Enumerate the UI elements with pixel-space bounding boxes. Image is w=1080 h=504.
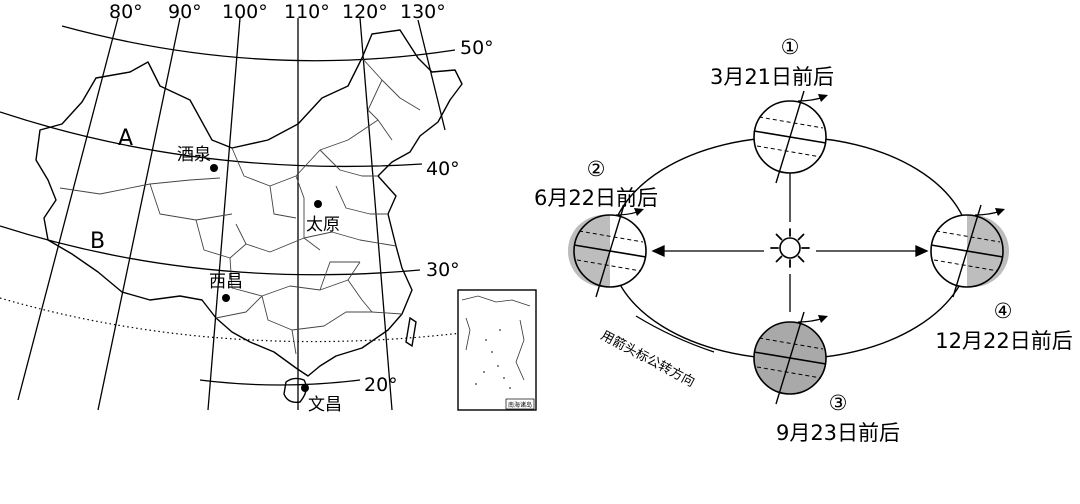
longitude-label: 80° [109,1,143,23]
position-date-4: 12月22日前后 [935,329,1072,353]
orbit-diagram: ① 3月21日前后 ② 6月22日前后 ③ 9月23日前后 ④ 12月22日前后… [534,35,1073,445]
city-label-jiuquan: 酒泉 [177,145,211,165]
city-markers: 酒泉 太原 西昌 文昌 [177,145,342,415]
position-marker-2: ② [587,157,606,181]
region-label-a: A [118,126,133,151]
south-sea-inset: 南海诸岛 [457,289,537,411]
inset-islands [475,329,511,389]
inset-coastline [461,295,531,381]
city-dot-xichang [222,294,230,302]
position-date-3: 9月23日前后 [776,421,900,445]
sun-icon [770,228,810,268]
sunlight-arrows [651,128,929,312]
latitude-labels: 50° 40° 30° 20° [364,37,494,396]
tropic-line [0,297,471,343]
position-labels: ① 3月21日前后 ② 6月22日前后 ③ 9月23日前后 ④ 12月22日前后 [534,35,1073,445]
latitude-line-20 [199,379,361,386]
city-label-taiyuan: 太原 [306,215,340,235]
position-date-2: 6月22日前后 [534,186,658,210]
latitude-label: 30° [426,259,460,281]
city-dot-jiuquan [210,164,218,172]
inset-frame [457,289,537,411]
earth-position-2 [568,204,647,298]
latitude-label: 20° [364,374,398,396]
longitude-line-90 [97,17,181,411]
longitude-label: 120° [342,1,388,23]
position-marker-1: ① [781,35,800,59]
position-date-1: 3月21日前后 [710,65,834,89]
earth-position-1 [753,90,828,184]
china-map: 80° 90° 100° 110° 120° 130° 50° 40° 30° … [0,1,537,415]
city-dot-taiyuan [314,200,322,208]
inset-caption-box [505,398,535,410]
inset-caption: 南海诸岛 [508,401,532,409]
china-outline [35,29,463,377]
latitude-label: 50° [460,37,494,59]
longitude-label: 100° [222,1,268,23]
earth-position-3 [753,311,828,405]
city-label-xichang: 西昌 [209,272,243,292]
latitude-lines [0,25,471,386]
longitude-label: 90° [168,1,202,23]
earth-position-4 [930,204,1009,298]
longitude-label: 110° [284,1,330,23]
latitude-label: 40° [426,158,460,180]
longitude-labels: 80° 90° 100° 110° 120° 130° [109,1,446,23]
instruction-group: 用箭头标公转方向 [598,315,715,390]
longitude-line-80 [17,17,119,401]
region-label-b: B [90,229,105,254]
position-marker-4: ④ [994,299,1013,323]
longitude-line-130 [417,19,446,131]
longitude-line-100 [207,17,241,411]
latitude-line-50 [61,25,456,62]
province-borders [59,57,421,355]
instruction-guide-arc [635,315,715,353]
city-dot-wenchang [301,384,309,392]
city-label-wenchang: 文昌 [308,395,342,415]
position-marker-3: ③ [829,391,848,415]
taiwan-island [405,316,417,348]
latitude-line-30 [0,225,421,276]
longitude-label: 130° [400,1,446,23]
latitude-line-40 [0,111,423,168]
